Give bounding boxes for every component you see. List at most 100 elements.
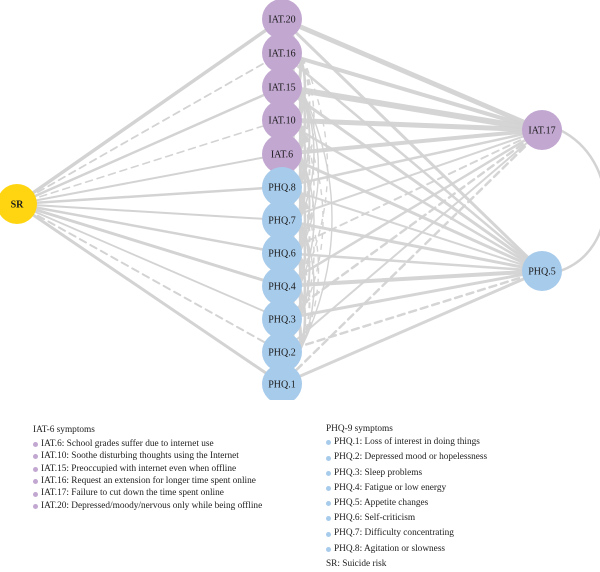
node-label: PHQ.4 <box>268 282 296 293</box>
iat-dot-icon <box>33 491 38 497</box>
node-iat-15: IAT.15 <box>262 67 302 107</box>
node-label: PHQ.8 <box>268 183 296 194</box>
node-iat-20: IAT.20 <box>262 0 302 39</box>
edge-P5-P6 <box>280 251 544 273</box>
node-phq-2: PHQ.2 <box>262 332 302 372</box>
node-phq-6: PHQ.6 <box>262 233 302 273</box>
phq-dot-icon <box>326 485 331 491</box>
edge-I17-I16 <box>280 51 544 132</box>
node-label: PHQ.1 <box>268 380 296 391</box>
edge-P5-P4 <box>280 269 544 288</box>
phq-legend-text: PHQ.8: Agitation or slowness <box>334 543 446 554</box>
iat-legend-item: IAT.16: Request an extension for longer … <box>33 475 262 487</box>
edge-SR-I10 <box>16 119 283 205</box>
edge-I17-P1 <box>280 128 544 386</box>
phq-legend-item: PHQ.3: Sleep problems <box>326 466 487 481</box>
node-label: IAT.6 <box>271 150 293 161</box>
node-phq-5: PHQ.5 <box>522 251 562 291</box>
network-graph: SR IAT.20IAT.16IAT.15IAT.10IAT.6PHQ.8PHQ.… <box>0 0 600 400</box>
node-circle <box>262 67 302 107</box>
iat-legend-item: IAT.10: Soothe disturbing thoughts using… <box>33 451 262 463</box>
node-phq-1: PHQ.1 <box>262 364 302 400</box>
iat-legend-title: IAT-6 symptoms <box>33 425 95 435</box>
iat-legend-item: IAT.15: Preoccupied with internet even w… <box>33 463 262 475</box>
node-iat-10: IAT.10 <box>262 100 302 140</box>
iat-legend: IAT-6 symptoms IAT.6: School grades suff… <box>33 425 262 513</box>
edge-I17-P5 <box>559 128 600 273</box>
iat-legend-text: IAT.6: School grades suffer due to inter… <box>41 438 214 449</box>
node-circle <box>262 233 302 273</box>
phq-legend-item: PHQ.7: Difficulty concentrating <box>326 526 487 541</box>
node-circle <box>262 100 302 140</box>
iat-legend-text: IAT.10: Soothe disturbing thoughts using… <box>41 451 239 462</box>
edge-SR-P3 <box>16 203 283 320</box>
phq-dot-icon <box>326 531 331 537</box>
phq-dot-icon <box>326 455 331 461</box>
edge-SR-P6 <box>15 202 284 255</box>
node-circle <box>262 167 302 207</box>
edge-I17-P3 <box>280 128 544 321</box>
edge-P5-I6 <box>280 152 544 273</box>
phq-legend-text: PHQ.2: Depressed mood or hopelessness <box>334 452 488 463</box>
edge-I17-P7 <box>281 129 543 221</box>
phq-dot-icon <box>326 440 331 446</box>
edge-I17-P8 <box>280 128 544 189</box>
node-label: IAT.15 <box>268 83 295 94</box>
edge-SR-I6 <box>16 153 283 205</box>
node-iat-6: IAT.6 <box>262 134 302 174</box>
node-circle <box>522 110 562 150</box>
node-label: PHQ.5 <box>528 267 556 278</box>
phq-legend-text: PHQ.6: Self-criticism <box>334 513 416 524</box>
node-iat-16: IAT.16 <box>262 33 302 73</box>
phq-legend-footer: SR: Suicide risk <box>326 557 487 572</box>
phq-legend-title: PHQ-9 symptoms <box>326 424 393 434</box>
iat-dot-icon <box>33 503 38 509</box>
edge-P5-P3 <box>280 269 544 321</box>
edge-P5-I15 <box>280 85 544 273</box>
iat-legend-text: IAT.17: Failure to cut down the time spe… <box>41 488 224 499</box>
edge-I17-P4 <box>280 128 544 288</box>
node-label: PHQ.2 <box>268 348 296 359</box>
node-layer: SR IAT.20IAT.16IAT.15IAT.10IAT.6PHQ.8PHQ.… <box>0 0 562 400</box>
node-label: IAT.10 <box>268 116 295 127</box>
node-circle <box>0 184 37 224</box>
node-sr: SR <box>0 184 37 224</box>
node-label: IAT.20 <box>268 15 295 26</box>
iat-legend-item: IAT.20: Depressed/moody/nervous only whi… <box>33 500 262 512</box>
phq-legend-text: PHQ.7: Difficulty concentrating <box>334 528 454 539</box>
phq-legend-text: PHQ.3: Sleep problems <box>334 467 423 478</box>
edge-P5-I16 <box>280 51 544 273</box>
edge-SR-P8 <box>15 185 284 206</box>
iat-legend-text: IAT.20: Depressed/moody/nervous only whi… <box>41 500 263 511</box>
phq-dot-icon <box>326 546 331 552</box>
node-phq-4: PHQ.4 <box>262 266 302 306</box>
edge-I17-I15 <box>279 84 545 133</box>
iat-legend-item: IAT.17: Failure to cut down the time spe… <box>33 488 262 500</box>
edge-I17-I10 <box>279 117 545 133</box>
phq-dot-icon <box>326 470 331 476</box>
iat-legend-text: IAT.16: Request an extension for longer … <box>41 476 256 487</box>
phq-legend-item: PHQ.5: Appetite changes <box>326 496 487 511</box>
iat-dot-icon <box>33 466 38 472</box>
edge-SR-P2 <box>16 203 283 353</box>
sr-legend-text: SR: Suicide risk <box>326 558 387 569</box>
edge-I17-P6 <box>281 129 543 254</box>
edge-I17-I6 <box>280 128 544 156</box>
node-circle <box>262 299 302 339</box>
edge-P5-P1 <box>280 269 544 386</box>
node-phq-3: PHQ.3 <box>262 299 302 339</box>
edge-SR-P4 <box>15 202 284 288</box>
phq-legend-text: PHQ.5: Appetite changes <box>334 497 429 508</box>
edge-P5-P2 <box>280 269 544 354</box>
edge-I17-I20 <box>279 16 545 133</box>
node-circle <box>262 200 302 240</box>
iat-dot-icon <box>33 454 38 460</box>
node-label: PHQ.6 <box>268 249 296 260</box>
edge-P5-I20 <box>280 17 544 273</box>
node-circle <box>262 134 302 174</box>
node-label: PHQ.3 <box>268 315 296 326</box>
phq-legend-item: PHQ.6: Self-criticism <box>326 511 487 526</box>
phq-dot-icon <box>326 516 331 522</box>
phq-legend-item: PHQ.1: Loss of interest in doing things <box>326 435 487 450</box>
node-phq-8: PHQ.8 <box>262 167 302 207</box>
